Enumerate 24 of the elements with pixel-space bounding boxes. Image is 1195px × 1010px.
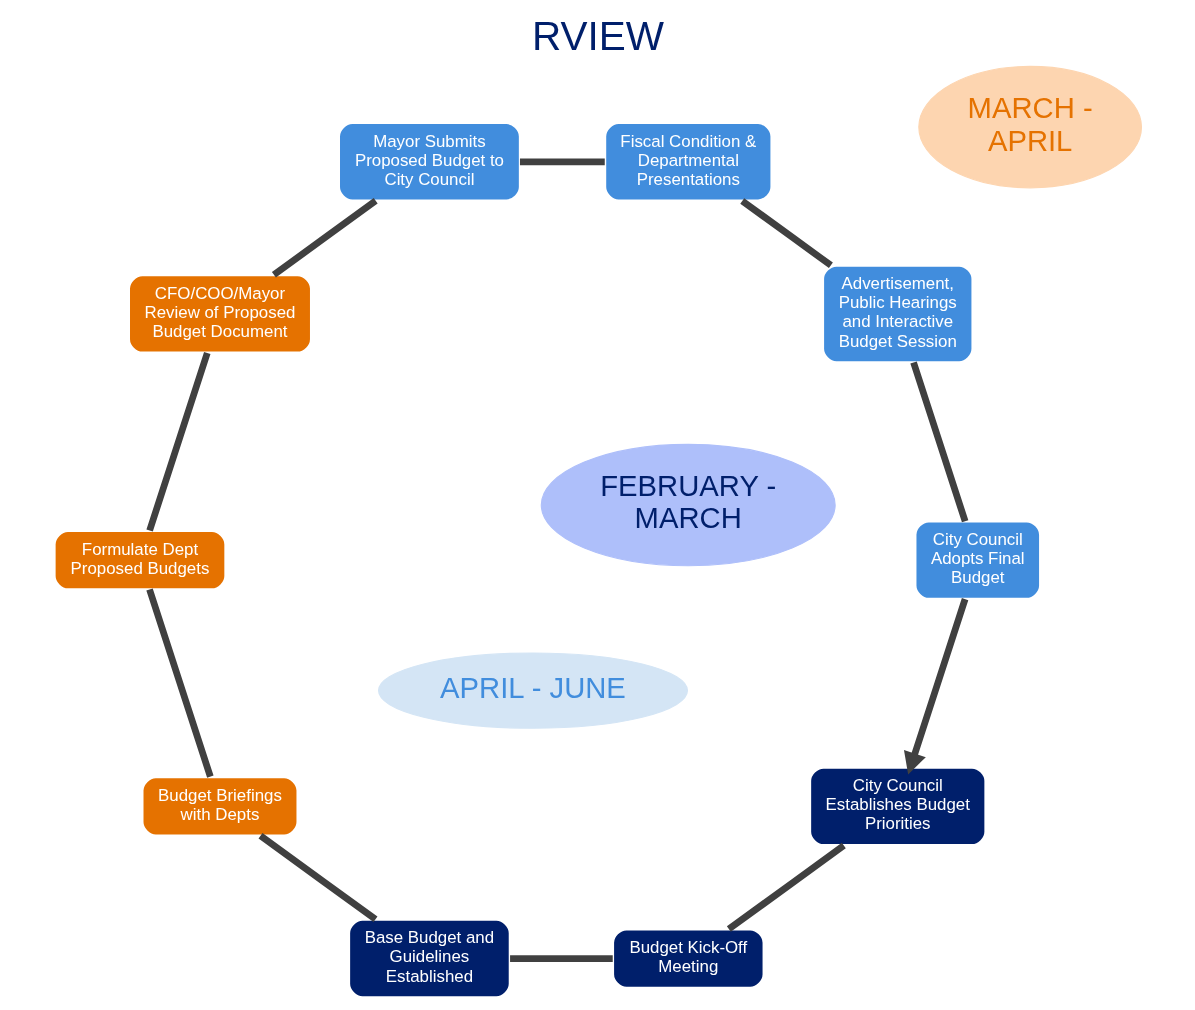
connector [145, 588, 214, 778]
arrow [903, 598, 968, 775]
node-box: Formulate Dept Proposed Budgets [52, 529, 227, 591]
node-box: CFO/COO/Mayor Review of Proposed Budget Document [127, 274, 312, 354]
node-box: Mayor Submits Proposed Budget to City Council [337, 121, 521, 202]
connector [726, 842, 846, 932]
node-ellipse: MARCH - APRIL [917, 65, 1142, 189]
node-box: Fiscal Condition & Departmental Presentations [603, 121, 773, 202]
node-box: City Council Adopts Final Budget [913, 520, 1041, 601]
node-box: Budget Kick-Off Meeting [611, 928, 765, 989]
connector [258, 833, 377, 923]
connector [519, 158, 605, 166]
connector [145, 352, 210, 532]
node-box: City Council Establishes Budget Priorities [808, 766, 987, 847]
connector [271, 198, 378, 278]
node-ellipse: APRIL - JUNE [377, 652, 688, 729]
node-box: Base Budget and Guidelines Established [347, 918, 511, 999]
node-box: Budget Briefings with Depts [140, 776, 299, 837]
node-ellipse: FEBRUARY - MARCH [540, 443, 836, 567]
diagram-title: RVIEW [531, 12, 664, 59]
node-box: Advertisement, Public Hearings and Interactive Budget Session [821, 264, 974, 364]
connector [509, 955, 613, 962]
connector [739, 198, 833, 269]
connector [909, 361, 968, 523]
